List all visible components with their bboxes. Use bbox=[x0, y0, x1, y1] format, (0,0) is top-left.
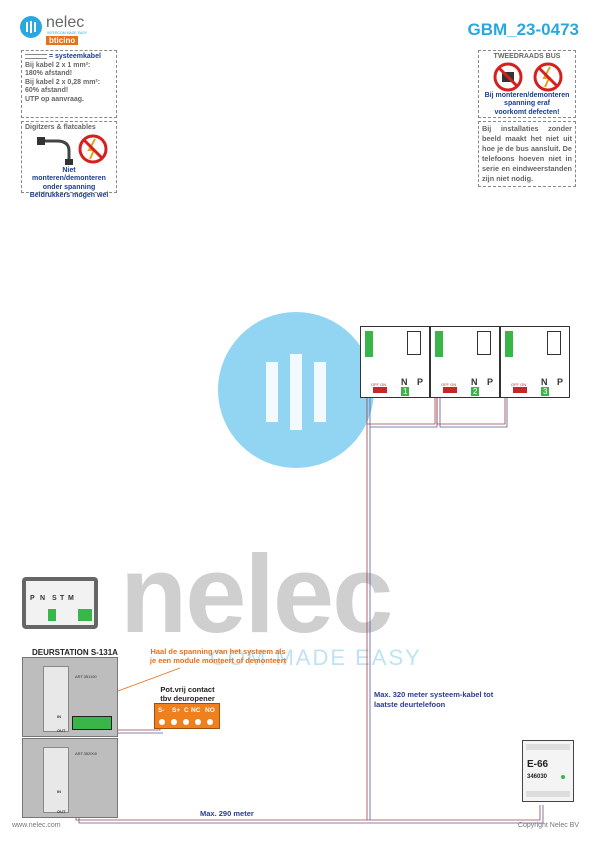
terminal-label: P bbox=[30, 595, 35, 602]
watermark-tagline: COM MADE EASY bbox=[210, 645, 422, 670]
digitzers-note: Digitzers & flatcables Niet monteren/dem… bbox=[21, 121, 117, 199]
nelec-logo-icon bbox=[20, 16, 42, 38]
relay-terminal: NC bbox=[191, 707, 201, 714]
bus-terminal-block bbox=[365, 331, 373, 357]
switch-block bbox=[513, 387, 527, 393]
systeemkabel-note: = systeemkabel Bij kabel 2 x 1 mm²: 180%… bbox=[21, 50, 117, 118]
sub-brand: bticino bbox=[46, 36, 79, 45]
p-label: P bbox=[487, 377, 494, 387]
document-code: GBM_23-0473 bbox=[467, 20, 579, 39]
terminal-label: M bbox=[68, 595, 74, 602]
nelec-logo: nelec INTERCOM MADE EASY bticino bbox=[20, 14, 110, 45]
relay-terminal: NO bbox=[205, 707, 215, 714]
power-supply: E-66 346030 bbox=[522, 740, 574, 802]
systeemkabel-line: UTP op aanvraag. bbox=[25, 95, 85, 103]
flatcable-warning-icon bbox=[37, 134, 108, 165]
tweedraads-warning: Bij monteren/demonteren bbox=[484, 91, 570, 99]
watermark-brand: nelec bbox=[120, 533, 393, 656]
handset-outline bbox=[477, 331, 491, 355]
relay-terminal: C bbox=[184, 707, 189, 714]
max-320-label: Max. 320 meter systeem-kabel tot laatste… bbox=[374, 690, 494, 709]
systeemkabel-title: = systeemkabel bbox=[25, 53, 113, 62]
handset-outline bbox=[547, 331, 561, 355]
psu-screw-row bbox=[526, 791, 570, 797]
systeemkabel-line: 180% afstand! bbox=[25, 70, 73, 77]
terminal-label: T bbox=[60, 595, 65, 602]
p-label: P bbox=[557, 377, 564, 387]
switch-label: OFF ON bbox=[441, 382, 457, 387]
digitzers-warning: onder spanning bbox=[42, 183, 96, 191]
tweedraads-note: TWEEDRAADS BUS Bij monteren/demonteren s… bbox=[478, 50, 576, 118]
green-terminal bbox=[48, 609, 56, 621]
n-label: N bbox=[401, 377, 408, 387]
tweedraads-warning: spanning eraf bbox=[504, 100, 550, 107]
digitzers-title: Digitzers & flatcables bbox=[25, 124, 96, 131]
psu-label: E-66 bbox=[527, 759, 549, 770]
switch-label: OFF ON bbox=[511, 382, 527, 387]
brand-name: nelec bbox=[46, 14, 85, 31]
relay-title: Pot.vrij contact tbv deuropener bbox=[160, 685, 215, 703]
orange-note: Haal de spanning van het systeem als je … bbox=[149, 647, 287, 665]
io-label: OUT bbox=[57, 728, 66, 733]
handset-outline bbox=[407, 331, 421, 355]
footer-website[interactable]: www.nelec.com bbox=[12, 822, 61, 829]
green-terminal bbox=[78, 609, 92, 621]
brand-tagline: INTERCOM MADE EASY bbox=[47, 31, 88, 35]
n-label: N bbox=[541, 377, 548, 387]
io-label: OUT bbox=[57, 809, 66, 814]
systeemkabel-line: 60% afstand! bbox=[25, 87, 69, 94]
phone-number: 1 bbox=[401, 387, 410, 396]
installatie-note: Bij installaties zonder beeld maakt het … bbox=[478, 121, 576, 187]
relay-terminal: S- bbox=[158, 707, 165, 714]
psu-led-icon bbox=[561, 775, 565, 779]
switch-label: OFF ON bbox=[371, 382, 387, 387]
phone-number: 3 bbox=[541, 387, 550, 396]
systeemkabel-line: Bij kabel 2 x 1 mm²: bbox=[25, 61, 91, 69]
bus-terminal-block bbox=[505, 331, 513, 357]
max-290-label: Max. 290 meter bbox=[200, 809, 254, 818]
systeemkabel-line: Bij kabel 2 x 0,28 mm²: bbox=[25, 78, 101, 86]
digitzers-warning: Niet monteren/demonteren bbox=[32, 166, 106, 183]
psu-code: 346030 bbox=[527, 774, 548, 780]
watermark-logo-icon bbox=[266, 354, 326, 430]
terminal-label: N bbox=[40, 595, 46, 602]
module-terminal-detail: P N S T M bbox=[22, 577, 98, 629]
bus-terminal-block bbox=[435, 331, 443, 357]
terminal-label: S bbox=[52, 595, 57, 602]
door-station-module-bottom: ART.352000 IN OUT bbox=[22, 738, 118, 818]
door-station-title: DEURSTATION S-131A bbox=[32, 648, 118, 657]
switch-block bbox=[373, 387, 387, 393]
n-label: N bbox=[471, 377, 478, 387]
watermark-circle bbox=[218, 312, 374, 468]
io-label: IN bbox=[57, 714, 61, 719]
relay-module: S- S+ C NC NO bbox=[154, 703, 220, 729]
phone-unit: OFF ON N P 3 bbox=[500, 326, 570, 398]
phone-number: 2 bbox=[471, 387, 480, 396]
psu-screw-row bbox=[526, 744, 570, 750]
switch-block bbox=[443, 387, 457, 393]
io-label: IN bbox=[57, 789, 61, 794]
screw-terminals bbox=[159, 719, 213, 725]
phone-unit: OFF ON N P 1 bbox=[360, 326, 430, 398]
p-label: P bbox=[417, 377, 424, 387]
phone-unit: OFF ON N P 2 bbox=[430, 326, 500, 398]
cable-icon bbox=[25, 53, 47, 59]
digitzers-warning: Beldrukkers mogen wel bbox=[29, 192, 109, 199]
module-code: ART.351100 bbox=[75, 674, 97, 679]
tweedraads-warning: voorkomt defecten! bbox=[494, 108, 560, 116]
footer-copyright: Copyright Nelec BV bbox=[517, 822, 579, 829]
relay-terminal: S+ bbox=[172, 707, 181, 714]
no-plug-warning-icon bbox=[493, 62, 563, 91]
tweedraads-title: TWEEDRAADS BUS bbox=[493, 53, 561, 60]
module-code: ART.352000 bbox=[75, 751, 97, 756]
terminal-strip bbox=[72, 716, 112, 730]
